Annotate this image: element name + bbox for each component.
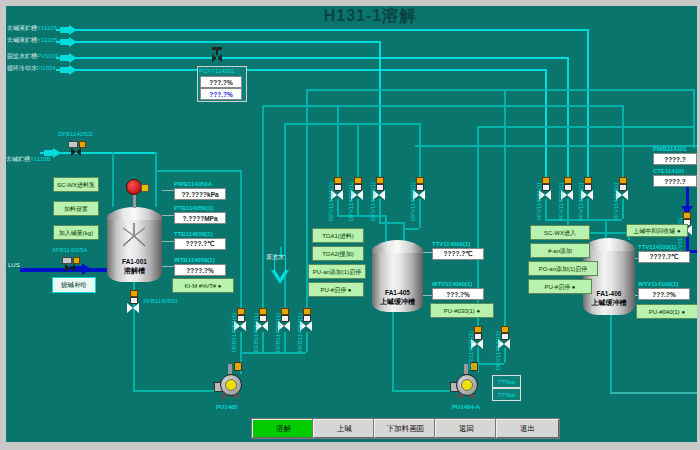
info-box[interactable]: 烧碱补给 (52, 277, 96, 293)
pipe-segment (262, 105, 622, 107)
meter-value[interactable]: ????.? (653, 153, 697, 165)
window-border-left (0, 0, 6, 450)
status-box[interactable]: SC-WX进入 (530, 225, 590, 240)
nav-button-5[interactable]: 退出 (496, 419, 559, 438)
pipe-segment (587, 199, 589, 219)
valve[interactable] (68, 139, 90, 158)
tank-name: 溶解槽 (107, 266, 162, 276)
tank-name: 上碱缓冲槽 (372, 297, 423, 307)
pipe-segment (56, 41, 379, 43)
pipe-segment (622, 105, 624, 177)
pipe-segment (56, 29, 587, 31)
valve-label: DFB114051(1) (231, 313, 237, 352)
nav-button-3[interactable]: 下加料画面 (374, 419, 437, 438)
window-border-top (0, 0, 700, 6)
motor-indicator (141, 184, 149, 192)
valve-label: DFV114093(1) (370, 182, 376, 221)
feed-label: 循环冷却水FI1504 (7, 65, 56, 71)
status-box[interactable]: PU-#启停 ● (528, 279, 592, 294)
tank-tag: FA1-405 (372, 289, 423, 296)
meter-value[interactable]: ??.????kPa (174, 188, 226, 200)
pipe-segment (155, 170, 240, 172)
status-box[interactable]: TOA2(慢加) (312, 246, 364, 261)
meter-value[interactable]: ?.????MPa (174, 212, 226, 224)
pump[interactable] (214, 370, 246, 400)
status-box[interactable]: SC-WX进料泵 (53, 177, 99, 192)
valve[interactable] (62, 255, 84, 274)
pipe-segment (392, 390, 452, 392)
feed-label: 去碱液贮槽Y11205 (7, 37, 57, 43)
feed-label-code: Y1110B (30, 156, 50, 162)
meter-connector (162, 241, 174, 242)
nav-button-2[interactable]: 上碱 (313, 419, 376, 438)
pump-readout[interactable]: ???kw (492, 375, 521, 388)
pipe-segment (686, 186, 689, 208)
meter-label: PWB114101 (653, 146, 687, 152)
valve-label: DFB114052(1) (253, 313, 259, 352)
meter-label: TTB114050(1) (174, 231, 213, 237)
feed-label-text: 循环冷却水 (7, 65, 37, 71)
agitator-blades (119, 223, 149, 249)
nav-button-4[interactable]: 返回 (435, 419, 498, 438)
feed-label-code: PV1003 (37, 53, 58, 59)
meter-value[interactable]: ????.? (653, 175, 697, 187)
pipe-segment (504, 348, 506, 363)
flow-arrow-shaft (60, 39, 69, 45)
meter-value[interactable]: ????.?℃ (432, 248, 484, 260)
valve[interactable] (126, 290, 140, 313)
pipe-segment (240, 332, 242, 352)
status-box[interactable]: PU-#030(1) ● (430, 303, 494, 318)
meter-connector (162, 266, 174, 267)
valve-label: DFB1140502 (58, 131, 93, 137)
meter-value[interactable]: ????.?℃ (174, 238, 226, 250)
status-box[interactable]: KI-M #%/T# ● (172, 278, 234, 293)
meter-value[interactable]: ????.?% (174, 264, 226, 276)
pipe-segment (112, 152, 114, 207)
pipe-segment (337, 199, 339, 215)
feed-label-code: FI1504 (37, 65, 56, 71)
meter-value[interactable]: ???.?% (432, 288, 484, 300)
window-border-bottom (0, 442, 700, 450)
control-valve-body[interactable] (217, 54, 222, 62)
agitator-motor[interactable] (126, 179, 142, 195)
status-box[interactable]: 加料设置 (53, 201, 99, 216)
feed-label: 去碱液贮槽Y11105 (7, 25, 57, 31)
flow-arrow (69, 65, 77, 75)
status-box[interactable]: 加入碱量(kg) (53, 225, 99, 240)
controller-sp[interactable]: ???.?% (200, 88, 242, 100)
feed-label-text: 去碱液贮槽 (7, 37, 37, 43)
controller-pv[interactable]: ???.?% (200, 76, 242, 88)
meter-label: WTV114100(1) (638, 281, 678, 287)
pump[interactable] (450, 370, 482, 400)
status-box[interactable]: 上碱中和回收罐 ● (626, 224, 688, 237)
pipe-segment (357, 199, 359, 215)
pipe-segment (262, 105, 264, 310)
meter-value[interactable]: ???.?% (638, 288, 690, 300)
valve-label: XFB1140503 (143, 298, 178, 304)
meter-connector (423, 252, 432, 253)
flow-arrow (69, 53, 77, 63)
nav-button-1[interactable]: 溶解 (252, 419, 315, 438)
pipe-segment (610, 392, 697, 394)
status-box[interactable]: PU-#启停 ● (308, 282, 364, 297)
status-box[interactable]: PU-#040(1) ● (636, 304, 698, 319)
pump-readout[interactable]: ???kw (492, 388, 521, 401)
pipe-segment (504, 89, 506, 326)
pipe-segment (284, 332, 286, 352)
meter-value[interactable]: ????.?℃ (638, 251, 690, 263)
waste-arrow-inner (275, 270, 285, 278)
feed-label: 去碱贮槽Y1110B (6, 156, 50, 162)
status-box[interactable]: PO-an添加(1)启停 (528, 261, 598, 276)
flow-arrow-shaft (60, 27, 69, 33)
meter-label: CTE114101 (653, 168, 685, 174)
meter-connector (162, 215, 174, 216)
status-box[interactable]: #-an添加 (530, 243, 590, 258)
pipe-segment (133, 390, 214, 392)
pipe-segment (56, 57, 567, 59)
status-box[interactable]: TOA1(进料) (312, 228, 364, 243)
pipe-segment (686, 236, 689, 250)
meter-label: PTB114050(1) (174, 205, 213, 211)
valve-label: DFV114042(1) (495, 331, 501, 370)
status-box[interactable]: PU-an添加(1)启停 (308, 264, 366, 279)
